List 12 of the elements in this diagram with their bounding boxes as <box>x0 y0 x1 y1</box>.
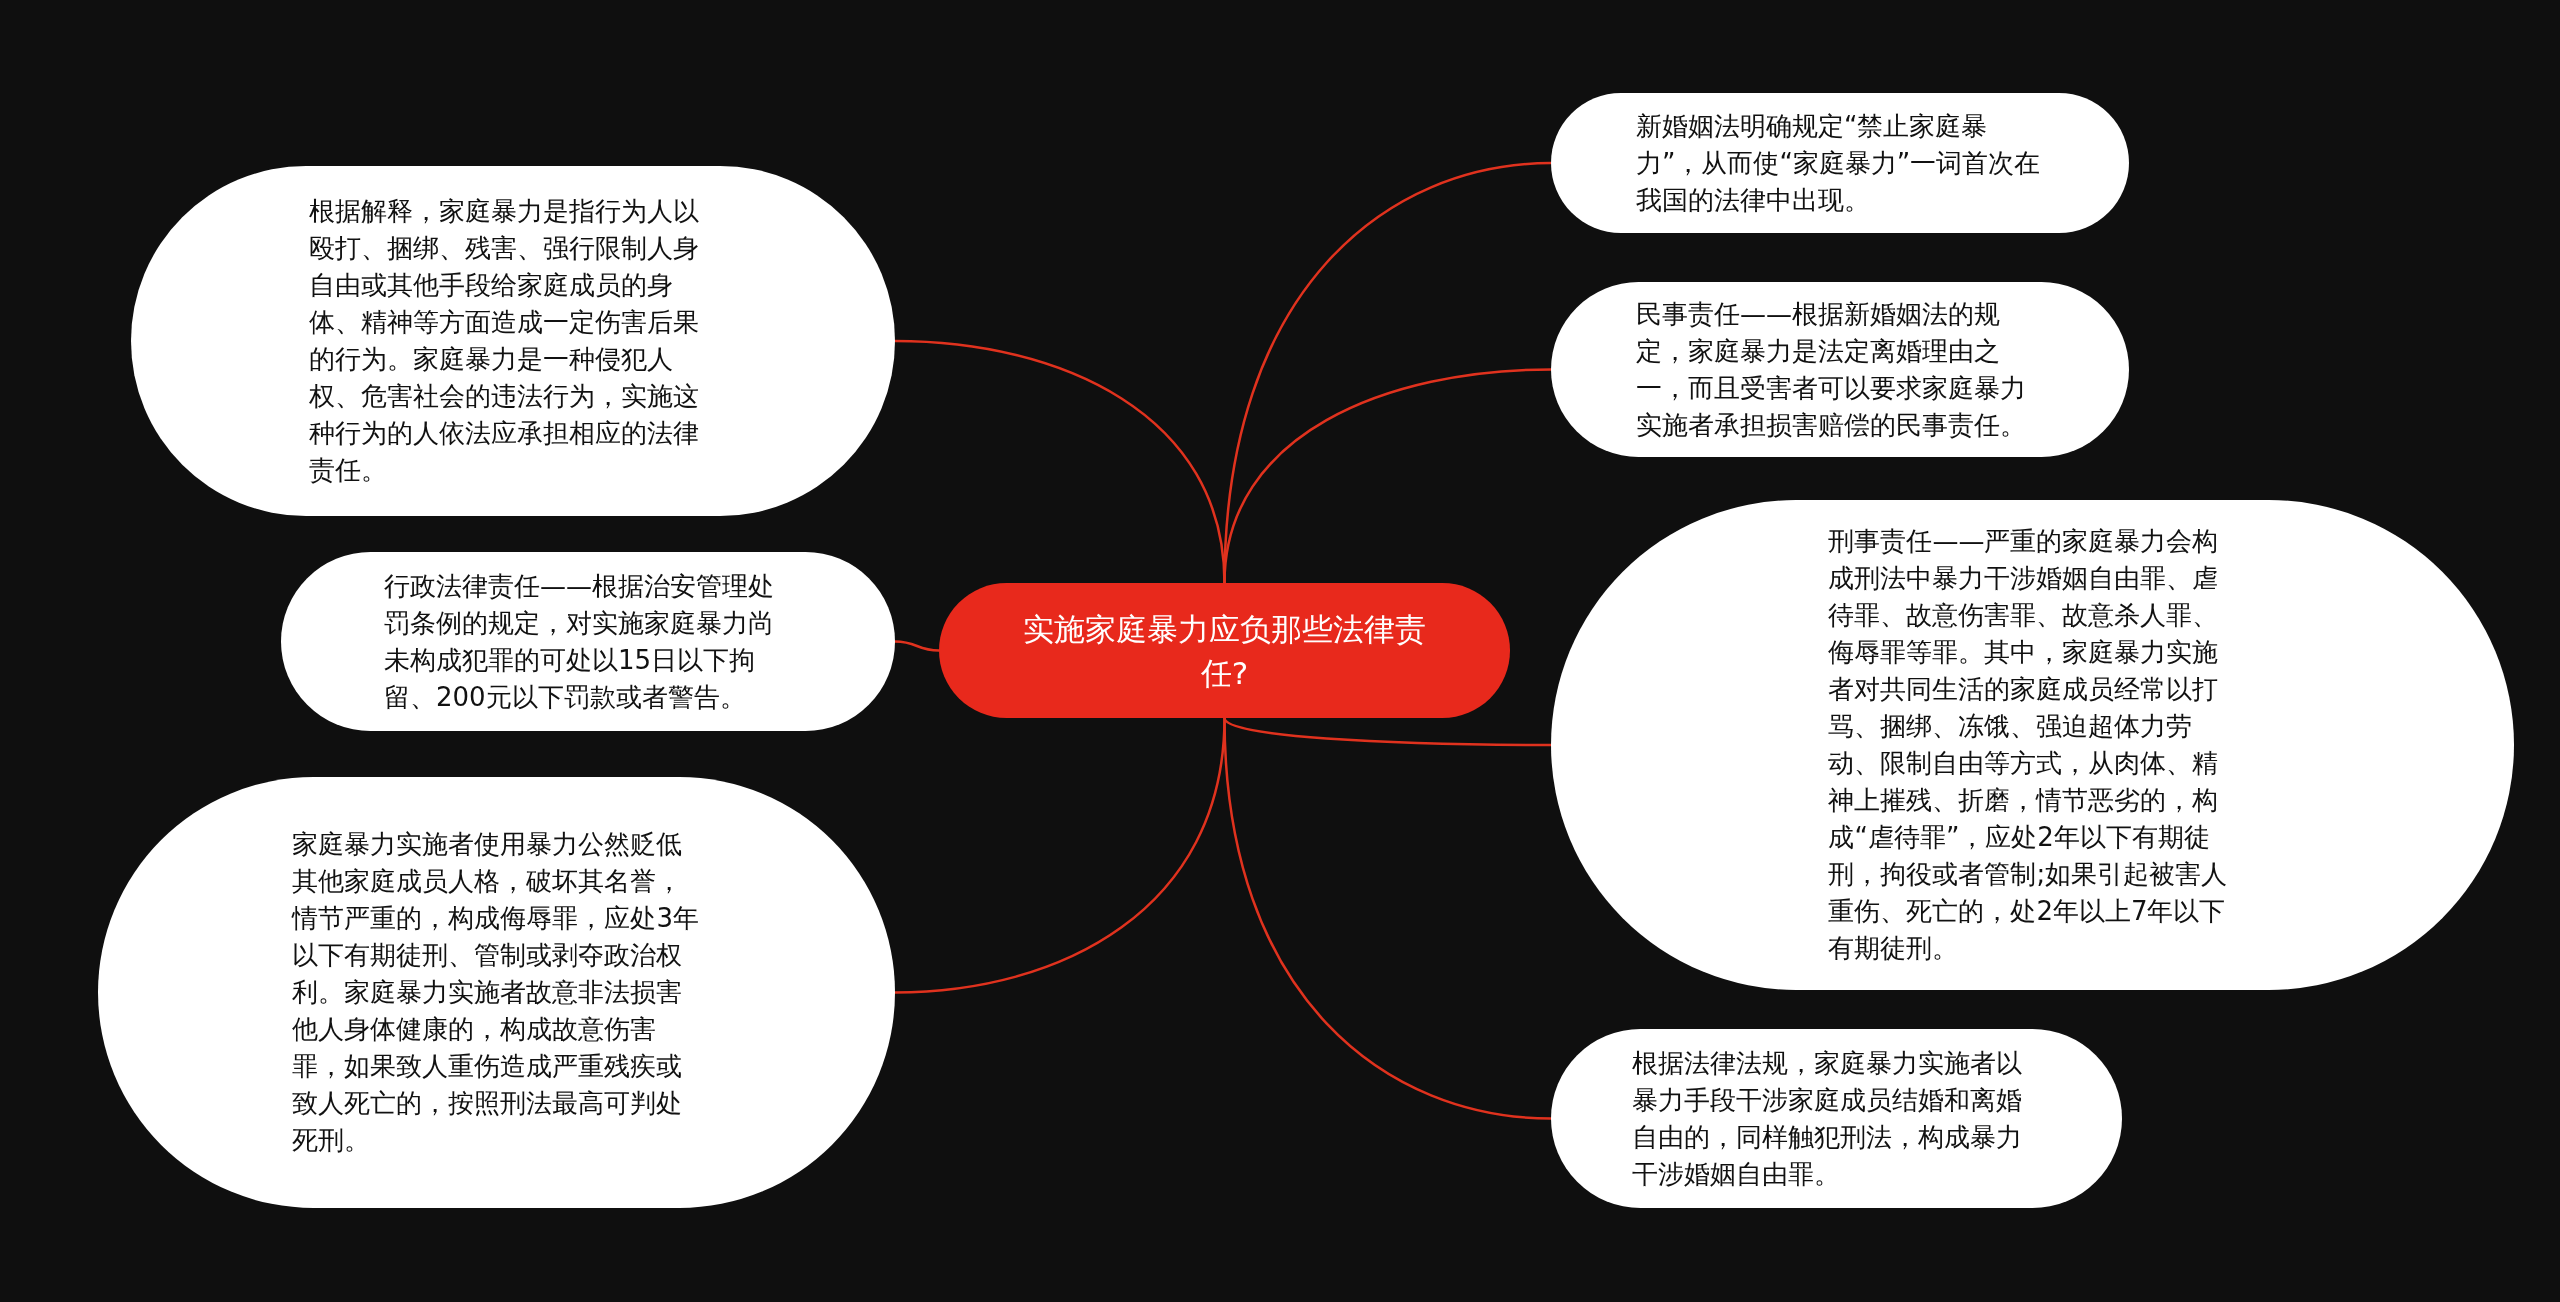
topic-bubble: 根据解释，家庭暴力是指行为人以殴打、捆绑、残害、强行限制人身自由或其他手段给家庭成员的身体、精神等方面造成一定伤害后果的行为。家庭暴力是一种侵犯人权、危害社会的违法行为，实施这种行为的人依法应承担相应的法律责任。 <box>131 166 895 516</box>
connector-line <box>894 640 940 652</box>
topic-bubble: 新婚姻法明确规定“禁止家庭暴力”，从而使“家庭暴力”一词首次在我国的法律中出现。 <box>1551 93 2129 233</box>
topic-bubble: 根据法律法规，家庭暴力实施者以暴力手段干涉家庭成员结婚和离婚自由的，同样触犯刑法，构成暴力干涉婚姻自由罪。 <box>1551 1029 2122 1208</box>
connector-line <box>1223 717 1552 1120</box>
topic-bubble: 家庭暴力实施者使用暴力公然贬低其他家庭成员人格，破坏其名誉，情节严重的，构成侮辱罪，应处3年以下有期徒刑、管制或剥夺政治权利。家庭暴力实施者故意非法损害他人身体健康的，构成故意伤害罪，如果致人重伤造成严重残疾或致人死亡的，按照刑法最高可判处死刑。 <box>98 777 895 1208</box>
topic-bubble: 行政法律责任——根据治安管理处罚条例的规定，对实施家庭暴力尚未构成犯罪的可处以15日以下拘留、200元以下罚款或者警告。 <box>281 552 895 731</box>
connector-line <box>1223 717 1551 747</box>
root-topic-box: 实施家庭暴力应负那些法律责任? <box>939 583 1510 718</box>
topic-bubble: 民事责任——根据新婚姻法的规定，家庭暴力是法定离婚理由之一，而且受害者可以要求家庭暴力实施者承担损害赔偿的民事责任。 <box>1551 282 2129 457</box>
connector-line <box>1223 368 1552 584</box>
topic-bubble: 刑事责任——严重的家庭暴力会构成刑法中暴力干涉婚姻自由罪、虐待罪、故意伤害罪、故意杀人罪、侮辱罪等罪。其中，家庭暴力实施者对共同生活的家庭成员经常以打骂、捆绑、冻饿、强迫超体力劳动、限制自由等方式，从肉体、精神上摧残、折磨，情节恶劣的，构成“虐待罪”，应处2年以下有期徒刑，拘役或者管制;如果引起被害人重伤、死亡的，处2年以上7年以下有期徒刑。 <box>1551 500 2514 990</box>
